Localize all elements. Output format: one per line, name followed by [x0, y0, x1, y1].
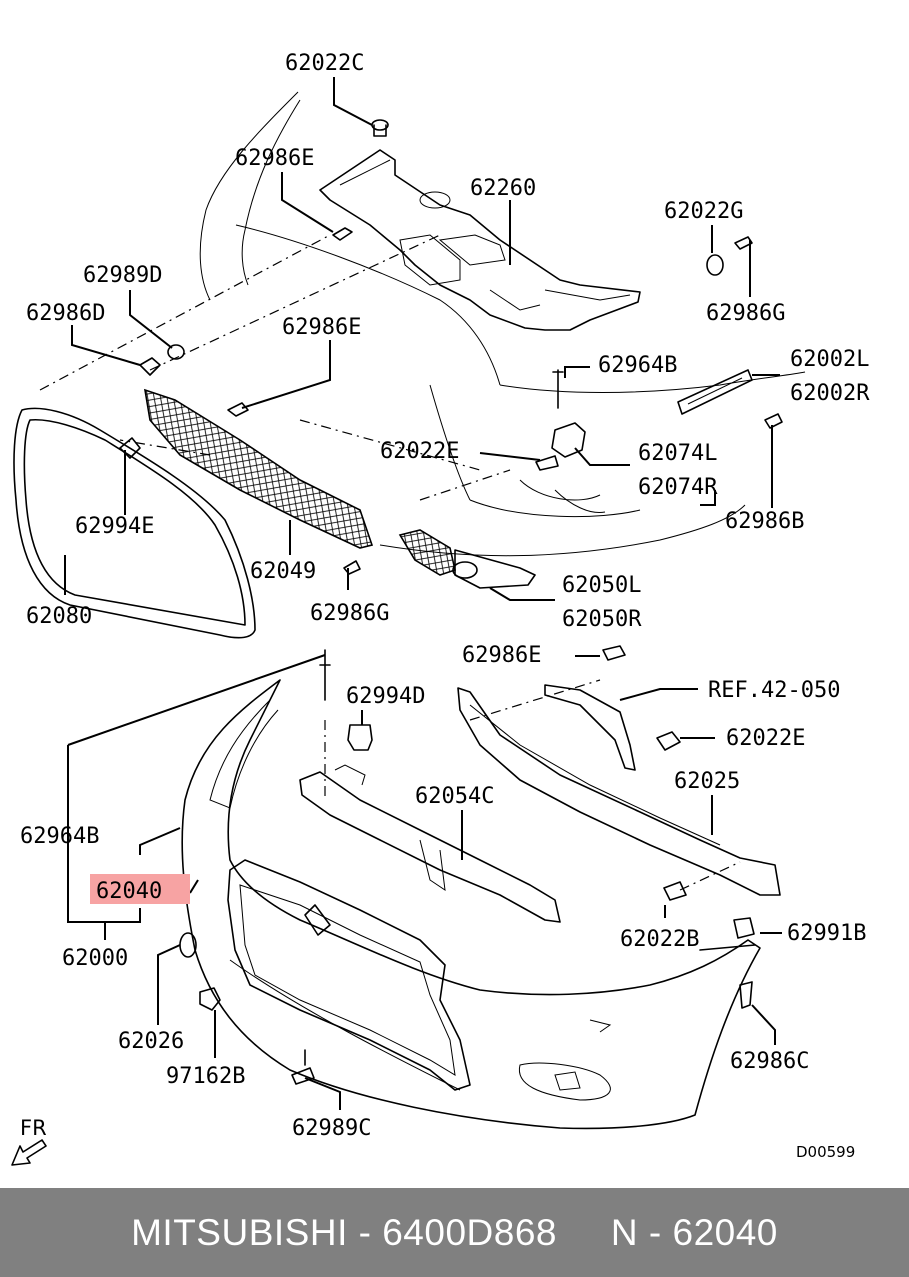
- bumper-cover-62040: [181, 679, 761, 1130]
- label-62964b-top: 62964B: [598, 353, 677, 378]
- trim-62002: [677, 369, 753, 415]
- label-62986b: 62986B: [725, 509, 804, 534]
- label-62026: 62026: [118, 1029, 184, 1054]
- drawing-code: D00599: [796, 1143, 855, 1161]
- label-62022g: 62022G: [664, 199, 743, 224]
- label-62986e-top: 62986E: [235, 146, 314, 171]
- footer-part-info: MITSUBISHI - 6400D868 N - 62040: [131, 1211, 778, 1253]
- parts-diagram: 62022C 62986E 62260 62022G 62986G 62989D…: [11, 51, 871, 1166]
- leader-lines: [64, 77, 782, 1110]
- fr-label: FR: [20, 1116, 47, 1140]
- label-62986c: 62986C: [730, 1049, 809, 1074]
- radiator-support-62260: [319, 149, 641, 331]
- label-62054c: 62054C: [415, 784, 494, 809]
- label-62049: 62049: [250, 559, 316, 584]
- clip-62022c: [371, 119, 389, 137]
- label-62994d: 62994D: [346, 684, 425, 709]
- bracket-62074: [551, 422, 586, 458]
- label-62050l: 62050L: [562, 573, 641, 598]
- grille-frame-62080: [13, 407, 256, 639]
- fog-cover-62050: [398, 529, 536, 589]
- label-62040: 62040: [96, 879, 162, 904]
- label-62260: 62260: [470, 176, 536, 201]
- parts-diagram-drawing: 62022C 62986E 62260 62022G 62986G 62989D…: [11, 51, 870, 1166]
- label-62994e: 62994E: [75, 514, 154, 539]
- label-97162b: 97162B: [166, 1064, 245, 1089]
- label-62964b-left: 62964B: [20, 824, 99, 849]
- label-62022e-low: 62022E: [726, 726, 805, 751]
- reinforcement-62025: [457, 684, 781, 896]
- label-62002r: 62002R: [790, 381, 870, 406]
- label-62986g-mid: 62986G: [310, 601, 389, 626]
- part-labels: 62022C 62986E 62260 62022G 62986G 62989D…: [20, 51, 870, 1141]
- label-62986e-low: 62986E: [462, 643, 541, 668]
- grille-mesh-62049: [143, 388, 374, 549]
- label-62000: 62000: [62, 946, 128, 971]
- fasteners: [119, 227, 783, 1085]
- label-ref-42-050: REF.42-050: [708, 678, 840, 703]
- bracket-62054c: [299, 764, 561, 923]
- label-62022c: 62022C: [285, 51, 364, 76]
- label-62986d: 62986D: [26, 301, 105, 326]
- label-62025: 62025: [674, 769, 740, 794]
- fr-arrow-icon: [11, 1139, 47, 1166]
- label-62989c: 62989C: [292, 1116, 371, 1141]
- footer-bar: MITSUBISHI - 6400D868 N - 62040: [0, 1188, 909, 1277]
- front-orientation: FR: [11, 1116, 47, 1166]
- label-62022e-top: 62022E: [380, 439, 459, 464]
- label-62074r: 62074R: [638, 475, 718, 500]
- label-62989d: 62989D: [83, 263, 162, 288]
- label-62074l: 62074L: [638, 441, 717, 466]
- label-62022b: 62022B: [620, 927, 699, 952]
- label-62002l: 62002L: [790, 347, 869, 372]
- label-62986e-mid: 62986E: [282, 315, 361, 340]
- highlight-box: [90, 874, 190, 904]
- label-62080: 62080: [26, 604, 92, 629]
- label-62050r: 62050R: [562, 607, 642, 632]
- label-62986g-right: 62986G: [706, 301, 785, 326]
- label-62991b: 62991B: [787, 921, 866, 946]
- alignment-lines: [39, 234, 741, 891]
